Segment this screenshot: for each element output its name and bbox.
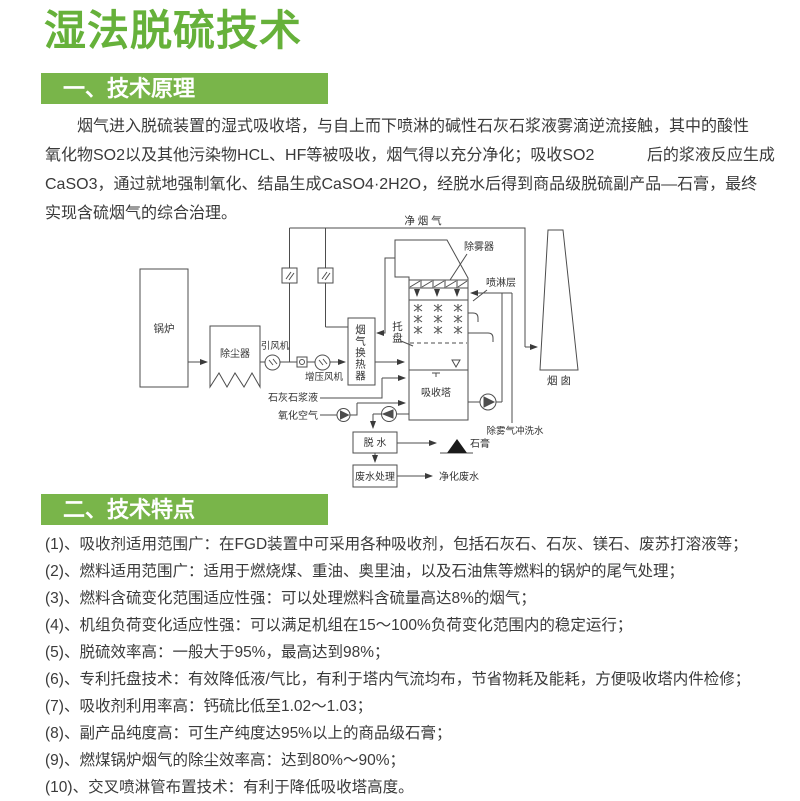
label-spray-layer: 喷淋层	[486, 276, 516, 289]
spray-nozzles-row1	[413, 304, 463, 312]
main-gas-duct	[260, 354, 346, 371]
limestone-feed-line	[320, 375, 406, 399]
feature-item: (5)、脱硫效率高：一般大于95%，最高达到98%；	[45, 644, 390, 661]
recirculation-piping	[468, 290, 513, 423]
level-symbol	[451, 359, 461, 369]
ggh-box	[347, 317, 376, 386]
intro-paragraph: 烟气进入脱硫装置的湿式吸收塔，与自上而下喷淋的碱性石灰石浆液雾滴逆流接触，其中的…	[45, 112, 775, 228]
dust-collector-unit	[209, 325, 261, 389]
oxidation-air-line	[320, 400, 406, 422]
boiler-unit	[139, 268, 189, 388]
bypass-damper-a	[281, 228, 298, 362]
feature-item: (9)、燃煤锅炉烟气的除尘效率高：达到80%～90%；	[45, 752, 405, 769]
feature-item: (10)、交叉喷淋管布置技术：有利于降低吸收塔高度。	[45, 779, 414, 796]
gas-gas-heater-unit	[347, 317, 405, 386]
spray-nozzles-row2	[413, 315, 463, 323]
label-oxidation-air: 氧化空气	[278, 409, 318, 422]
label-demister-wash-water: 除雾气冲洗水	[486, 425, 544, 437]
label-absorber: 吸收塔	[421, 386, 451, 399]
section1-heading: 一、技术原理	[63, 76, 196, 101]
section2-heading-bar: 二、技术特点	[41, 494, 328, 525]
process-flow-diagram: 锅炉 除尘器 引风机 增压风机 净 烟 气 除雾器 喷淋层 吸收塔 烟 囱 石灰…	[139, 214, 579, 488]
clean-gas-line	[289, 227, 538, 350]
paragraph-line: CaSO3，通过就地强制氧化、结晶生成CaSO4·2H2O，经脱水后得到商品级脱…	[45, 176, 758, 193]
feature-item: (7)、吸收剂利用率高：钙硫比低至1.02～1.03；	[45, 698, 373, 715]
page-title: 湿法脱硫技术	[44, 7, 303, 54]
label-dust-collector: 除尘器	[220, 347, 250, 360]
damper-symbol	[317, 267, 334, 284]
chimney-shape	[539, 229, 579, 371]
label-ggh: 烟气换热器	[354, 324, 366, 382]
flow-meter-symbol	[296, 356, 308, 368]
demister-band	[408, 279, 469, 289]
spray-layer-pointer	[472, 289, 488, 302]
feature-item: (2)、燃料适用范围广：适用于燃烧煤、重油、奥里油，以及石油焦等燃料的锅炉的尾气…	[45, 563, 684, 580]
bypass-damper-b	[317, 228, 348, 328]
spray-nozzles-row3	[413, 326, 463, 334]
label-gypsum: 石膏	[470, 437, 490, 450]
features-list: (1)、吸收剂适用范围广：在FGD装置中可采用各种吸收剂，包括石灰石、石灰、镁石…	[45, 531, 765, 801]
section2-heading: 二、技术特点	[63, 497, 196, 522]
absorber-tower	[376, 239, 469, 421]
feature-item: (4)、机组负荷变化适应性强：可以满足机组在15～100%负荷变化范围内的稳定运…	[45, 617, 633, 634]
label-demister: 除雾器	[464, 240, 494, 253]
label-clean-gas: 净 烟 气	[404, 214, 442, 227]
label-dewatering: 脱 水	[364, 436, 387, 449]
paragraph-line: 实现含硫烟气的综合治理。	[45, 205, 238, 222]
feature-item: (8)、副产品纯度高：可生产纯度达95%以上的商品级石膏；	[45, 725, 452, 742]
feature-item: (1)、吸收剂适用范围广：在FGD装置中可采用各种吸收剂，包括石灰石、石灰、镁石…	[45, 536, 748, 553]
label-purified-wastewater: 净化废水	[439, 470, 479, 483]
feature-item: (6)、专利托盘技术：有效降低液/气比，有利于塔内气流均布，节省物耗及能耗，方便…	[45, 671, 751, 688]
label-chimney: 烟 囱	[547, 374, 571, 387]
feature-item: (3)、燃料含硫变化范围适应性强：可以处理燃料含硫量高达8%的烟气；	[45, 590, 536, 607]
damper-symbol	[281, 267, 298, 284]
paragraph-line: 烟气进入脱硫装置的湿式吸收塔，与自上而下喷淋的碱性石灰石浆液雾滴逆流接触，其中的…	[77, 118, 750, 135]
section1-heading-bar: 一、技术原理	[41, 73, 328, 104]
label-tray: 托盘	[391, 321, 403, 344]
boiler-box	[139, 268, 189, 388]
label-wastewater-treatment: 废水处理	[355, 470, 395, 483]
gypsum-slurry-line	[370, 406, 409, 429]
absorber-outlet-duct	[376, 257, 395, 336]
paragraph-line: 氧化物SO2以及其他污染物HCL、HF等被吸收，烟气得以充分净化；吸收SO2 后…	[45, 147, 775, 164]
absorber-outline	[394, 239, 469, 421]
label-booster-fan: 增压风机	[305, 371, 344, 383]
booster-fan-symbol	[314, 354, 331, 371]
label-boiler: 锅炉	[154, 323, 175, 335]
demister-pointer	[449, 253, 468, 281]
id-fan-symbol	[264, 354, 281, 371]
label-limestone-slurry: 石灰石浆液	[268, 391, 318, 404]
dust-collector-box	[209, 325, 261, 389]
gypsum-pile	[440, 439, 473, 454]
label-id-fan: 引风机	[261, 340, 290, 352]
